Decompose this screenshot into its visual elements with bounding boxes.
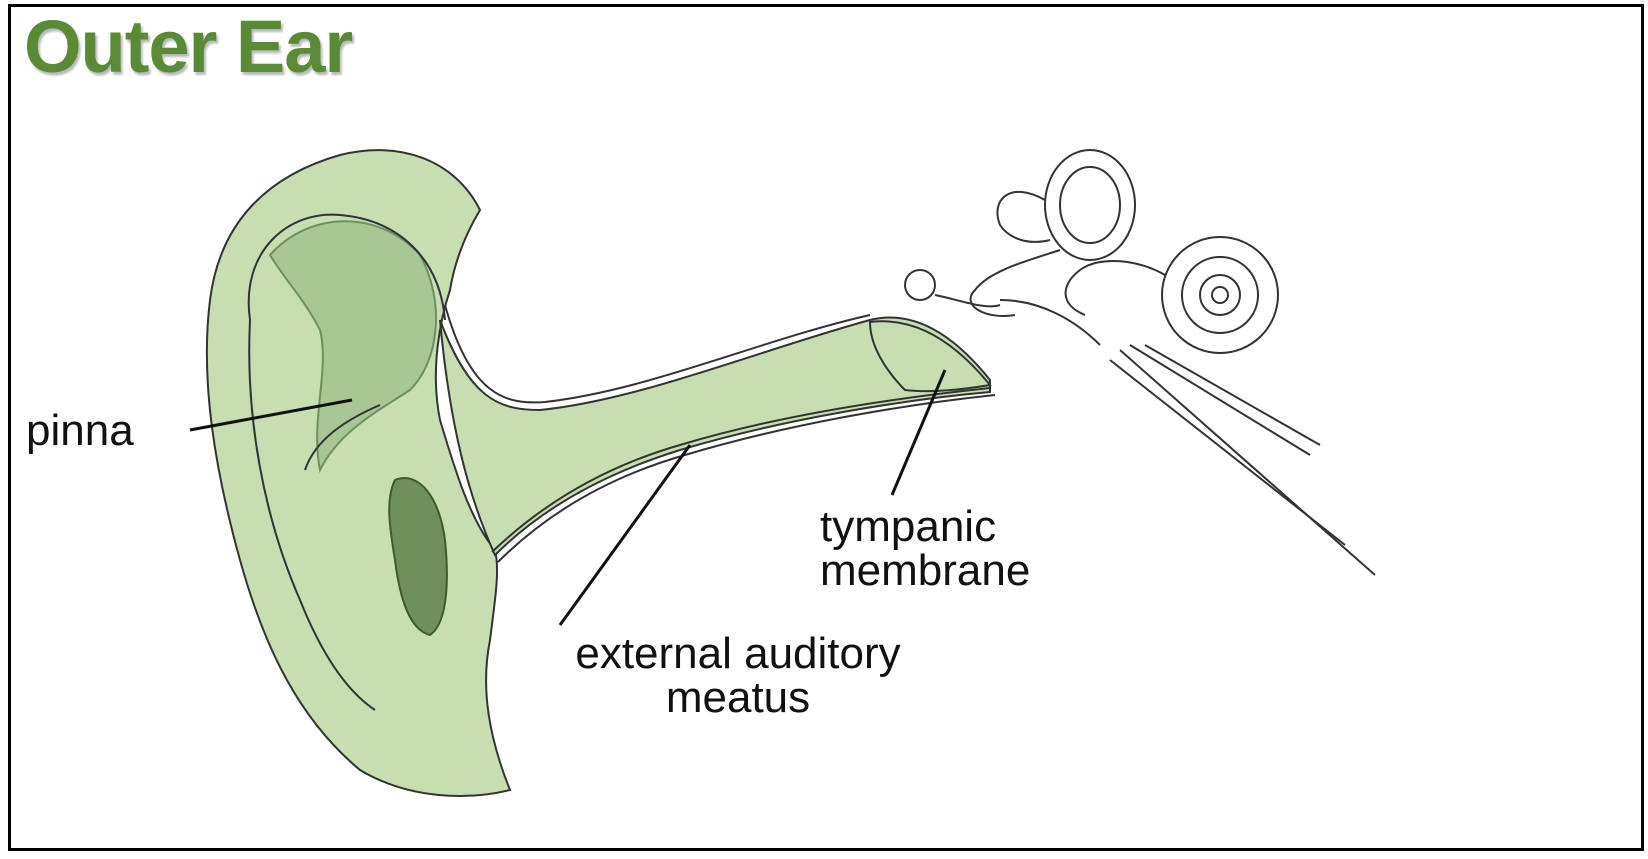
label-tympanic-membrane: tympanic membrane bbox=[820, 505, 1030, 593]
label-pinna: pinna bbox=[26, 409, 134, 453]
label-external-auditory-meatus: external auditory meatus bbox=[518, 632, 958, 720]
